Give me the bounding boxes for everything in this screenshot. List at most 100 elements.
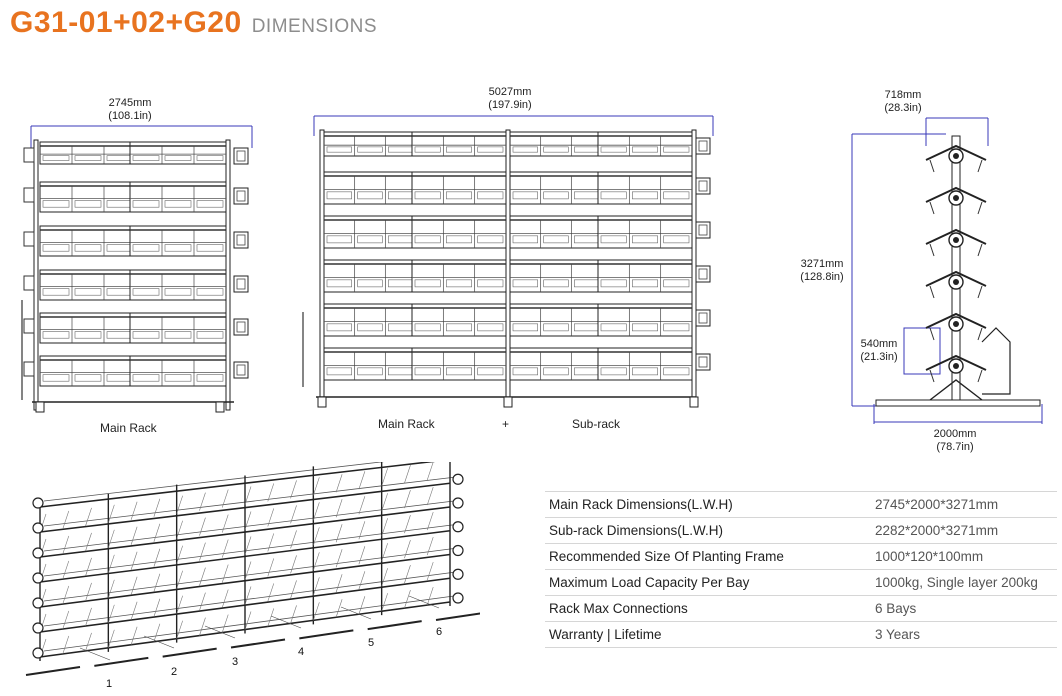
bay-leader <box>408 595 440 609</box>
spec-row: Main Rack Dimensions(L.W.H) 2745*2000*32… <box>545 491 1057 518</box>
spec-row: Sub-rack Dimensions(L.W.H) 2282*2000*327… <box>545 517 1057 544</box>
planting-tray <box>323 303 417 337</box>
bay-foot <box>367 620 422 631</box>
spec-value: 6 Bays <box>871 595 1057 622</box>
side-height-in: (128.8in) <box>800 271 844 283</box>
spec-value: 3 Years <box>871 621 1057 648</box>
side-spacing-in: (21.3in) <box>860 351 898 363</box>
rack-foot <box>317 396 327 408</box>
combined-caption-sub: Sub-rack <box>572 417 621 431</box>
planting-tray <box>597 215 693 249</box>
rack-post <box>319 129 325 405</box>
spec-value: 1000kg, Single layer 200kg <box>871 569 1057 596</box>
planting-tray <box>129 141 227 165</box>
spec-label: Warranty | Lifetime <box>545 621 871 648</box>
rack-post <box>691 129 697 405</box>
bay-number: 1 <box>106 678 113 690</box>
rack-side-drawing <box>851 117 1043 424</box>
spec-value: 1000*120*100mm <box>871 543 1057 570</box>
tray-arm <box>925 144 987 161</box>
side-height-mm: 3271mm <box>800 258 844 270</box>
side-top-in: (28.3in) <box>884 102 922 114</box>
planting-tray <box>323 259 417 293</box>
end-wheel <box>32 622 44 634</box>
spec-label: Sub-rack Dimensions(L.W.H) <box>545 517 871 544</box>
tray-arm <box>925 270 987 287</box>
combined-caption-main: Main Rack <box>378 417 435 431</box>
rack-post <box>225 139 231 411</box>
tray-arm <box>925 228 987 245</box>
planting-tray <box>509 347 603 381</box>
tray-arm <box>925 186 987 203</box>
tray-arm <box>925 354 987 371</box>
planting-tray <box>323 215 417 249</box>
end-cap <box>23 275 35 291</box>
planting-tray <box>323 347 417 381</box>
motor-box <box>695 265 711 283</box>
combined-width-in: (197.9in) <box>488 99 532 111</box>
end-wheel <box>32 547 44 559</box>
planting-tray <box>509 259 603 293</box>
end-wheel <box>32 647 44 659</box>
motor-box <box>233 318 249 336</box>
planting-tray <box>509 171 603 205</box>
dimension-box <box>903 327 941 375</box>
planting-tray <box>323 171 417 205</box>
side-base-label: 2000mm (78.7in) <box>920 428 990 454</box>
rack-post <box>505 129 511 405</box>
side-top-mm: 718mm <box>884 89 922 101</box>
bay-foot <box>94 656 149 667</box>
end-cap <box>23 187 35 203</box>
page-title: G31-01+02+G20 DIMENSIONS <box>10 6 377 42</box>
side-base-mm: 2000mm <box>933 428 977 440</box>
planting-tray <box>411 259 507 293</box>
end-wheel <box>452 497 464 509</box>
motor-box <box>695 177 711 195</box>
motor-box <box>695 221 711 239</box>
spec-row: Recommended Size Of Planting Frame 1000*… <box>545 543 1057 570</box>
bay-number: 4 <box>298 646 305 658</box>
planting-tray <box>411 303 507 337</box>
end-cap <box>23 361 35 377</box>
rack-foot <box>215 401 225 413</box>
planting-tray <box>597 303 693 337</box>
bay-leader <box>204 625 236 639</box>
bay-foot <box>299 629 354 640</box>
combined-width-label: 5027mm (197.9in) <box>475 86 545 112</box>
end-wheel <box>32 572 44 584</box>
end-cap <box>23 318 35 334</box>
tray-arm <box>925 312 987 329</box>
spec-label: Recommended Size Of Planting Frame <box>545 543 871 570</box>
combined-rack-front-drawing <box>302 115 714 408</box>
rack-isometric-drawing <box>25 462 480 676</box>
end-wheel <box>32 597 44 609</box>
side-height-label: 3271mm (128.8in) <box>790 258 854 284</box>
end-wheel <box>32 497 44 509</box>
front-width-mm: 2745mm <box>108 97 152 109</box>
motor-box <box>233 147 249 165</box>
rack-foot <box>689 396 699 408</box>
end-cap <box>23 147 35 163</box>
motor-box <box>695 353 711 371</box>
planting-tray <box>509 215 603 249</box>
motor-box <box>233 361 249 379</box>
rack-post <box>33 139 39 411</box>
rack-foot <box>35 401 45 413</box>
spec-row: Rack Max Connections 6 Bays <box>545 595 1057 622</box>
spec-value: 2745*2000*3271mm <box>871 491 1057 518</box>
side-spacing-label: 540mm (21.3in) <box>852 338 906 364</box>
spec-value: 2282*2000*3271mm <box>871 517 1057 544</box>
bay-leader <box>143 635 175 649</box>
motor-box <box>695 137 711 155</box>
bay-number: 3 <box>232 656 239 668</box>
end-wheel <box>452 521 464 533</box>
motor-box <box>233 187 249 205</box>
side-spacing-mm: 540mm <box>860 338 898 350</box>
combined-width-mm: 5027mm <box>488 86 532 98</box>
planting-tray <box>597 259 693 293</box>
front-width-label: 2745mm (108.1in) <box>95 97 165 123</box>
title-subtitle: DIMENSIONS <box>251 16 378 37</box>
planting-tray <box>597 171 693 205</box>
spec-label: Main Rack Dimensions(L.W.H) <box>545 491 871 518</box>
bay-number: 5 <box>368 637 375 649</box>
